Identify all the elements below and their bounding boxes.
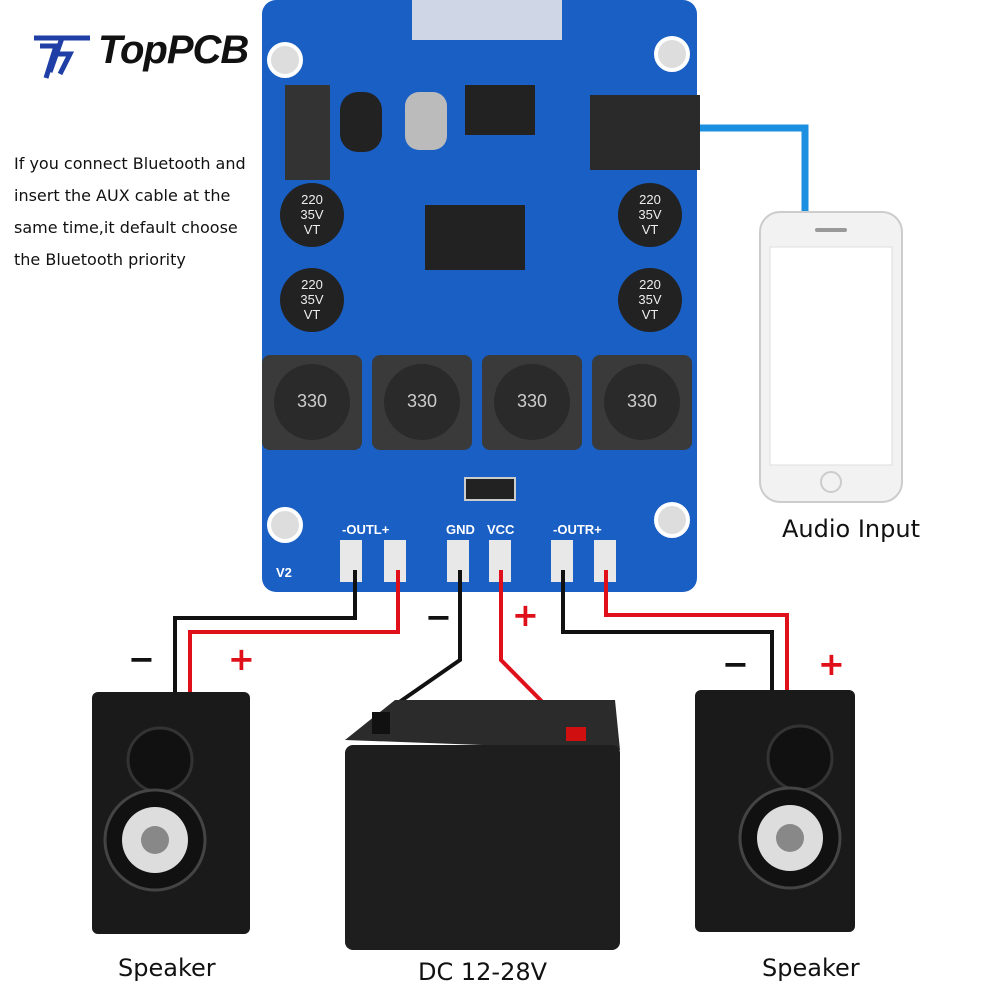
amplifier-board [262, 0, 700, 592]
audio-input-caption: Audio Input [782, 515, 920, 543]
logo: TopPCB [98, 28, 249, 72]
note-line: If you connect Bluetooth and [14, 154, 246, 173]
capacitor-label: 220 35V VT [300, 192, 324, 237]
terminal-label-out-left: -OUTL+ [342, 522, 390, 537]
speaker-right-caption: Speaker [762, 954, 860, 982]
left-speaker-plus: + [228, 640, 255, 678]
battery-caption: DC 12-28V [418, 958, 548, 986]
terminal-label-out-right: -OUTR+ [553, 522, 602, 537]
note-line: same time,it default choose [14, 218, 238, 237]
note-line: insert the AUX cable at the [14, 186, 231, 205]
inductor-label: 330 [406, 391, 438, 411]
terminal-label-gnd: GND [446, 522, 475, 537]
battery-plus: + [512, 596, 539, 634]
inductors [262, 355, 692, 450]
speaker-left [92, 692, 250, 934]
terminal-label-vcc: VCC [487, 522, 515, 537]
phone-illustration [759, 211, 903, 503]
note-line: the Bluetooth priority [14, 250, 186, 269]
capacitor-label: 220 35V VT [300, 277, 324, 322]
capacitor-label: 220 35V VT [638, 192, 662, 237]
left-speaker-minus: − [128, 640, 155, 678]
bluetooth-priority-note: If you connect Bluetooth and insert the … [14, 148, 246, 276]
battery [345, 700, 620, 950]
inductor-label: 330 [626, 391, 658, 411]
board-version: V2 [276, 565, 292, 580]
capacitor-label: 220 35V VT [638, 277, 662, 322]
inductor-label: 330 [516, 391, 548, 411]
inductor-label: 330 [296, 391, 328, 411]
logo-mark-icon [34, 35, 90, 79]
speaker-left-caption: Speaker [118, 954, 216, 982]
battery-minus: − [425, 598, 452, 636]
speaker-right [695, 690, 855, 932]
audio-cable [700, 124, 809, 215]
right-speaker-plus: + [818, 645, 845, 683]
right-speaker-minus: − [722, 645, 749, 683]
